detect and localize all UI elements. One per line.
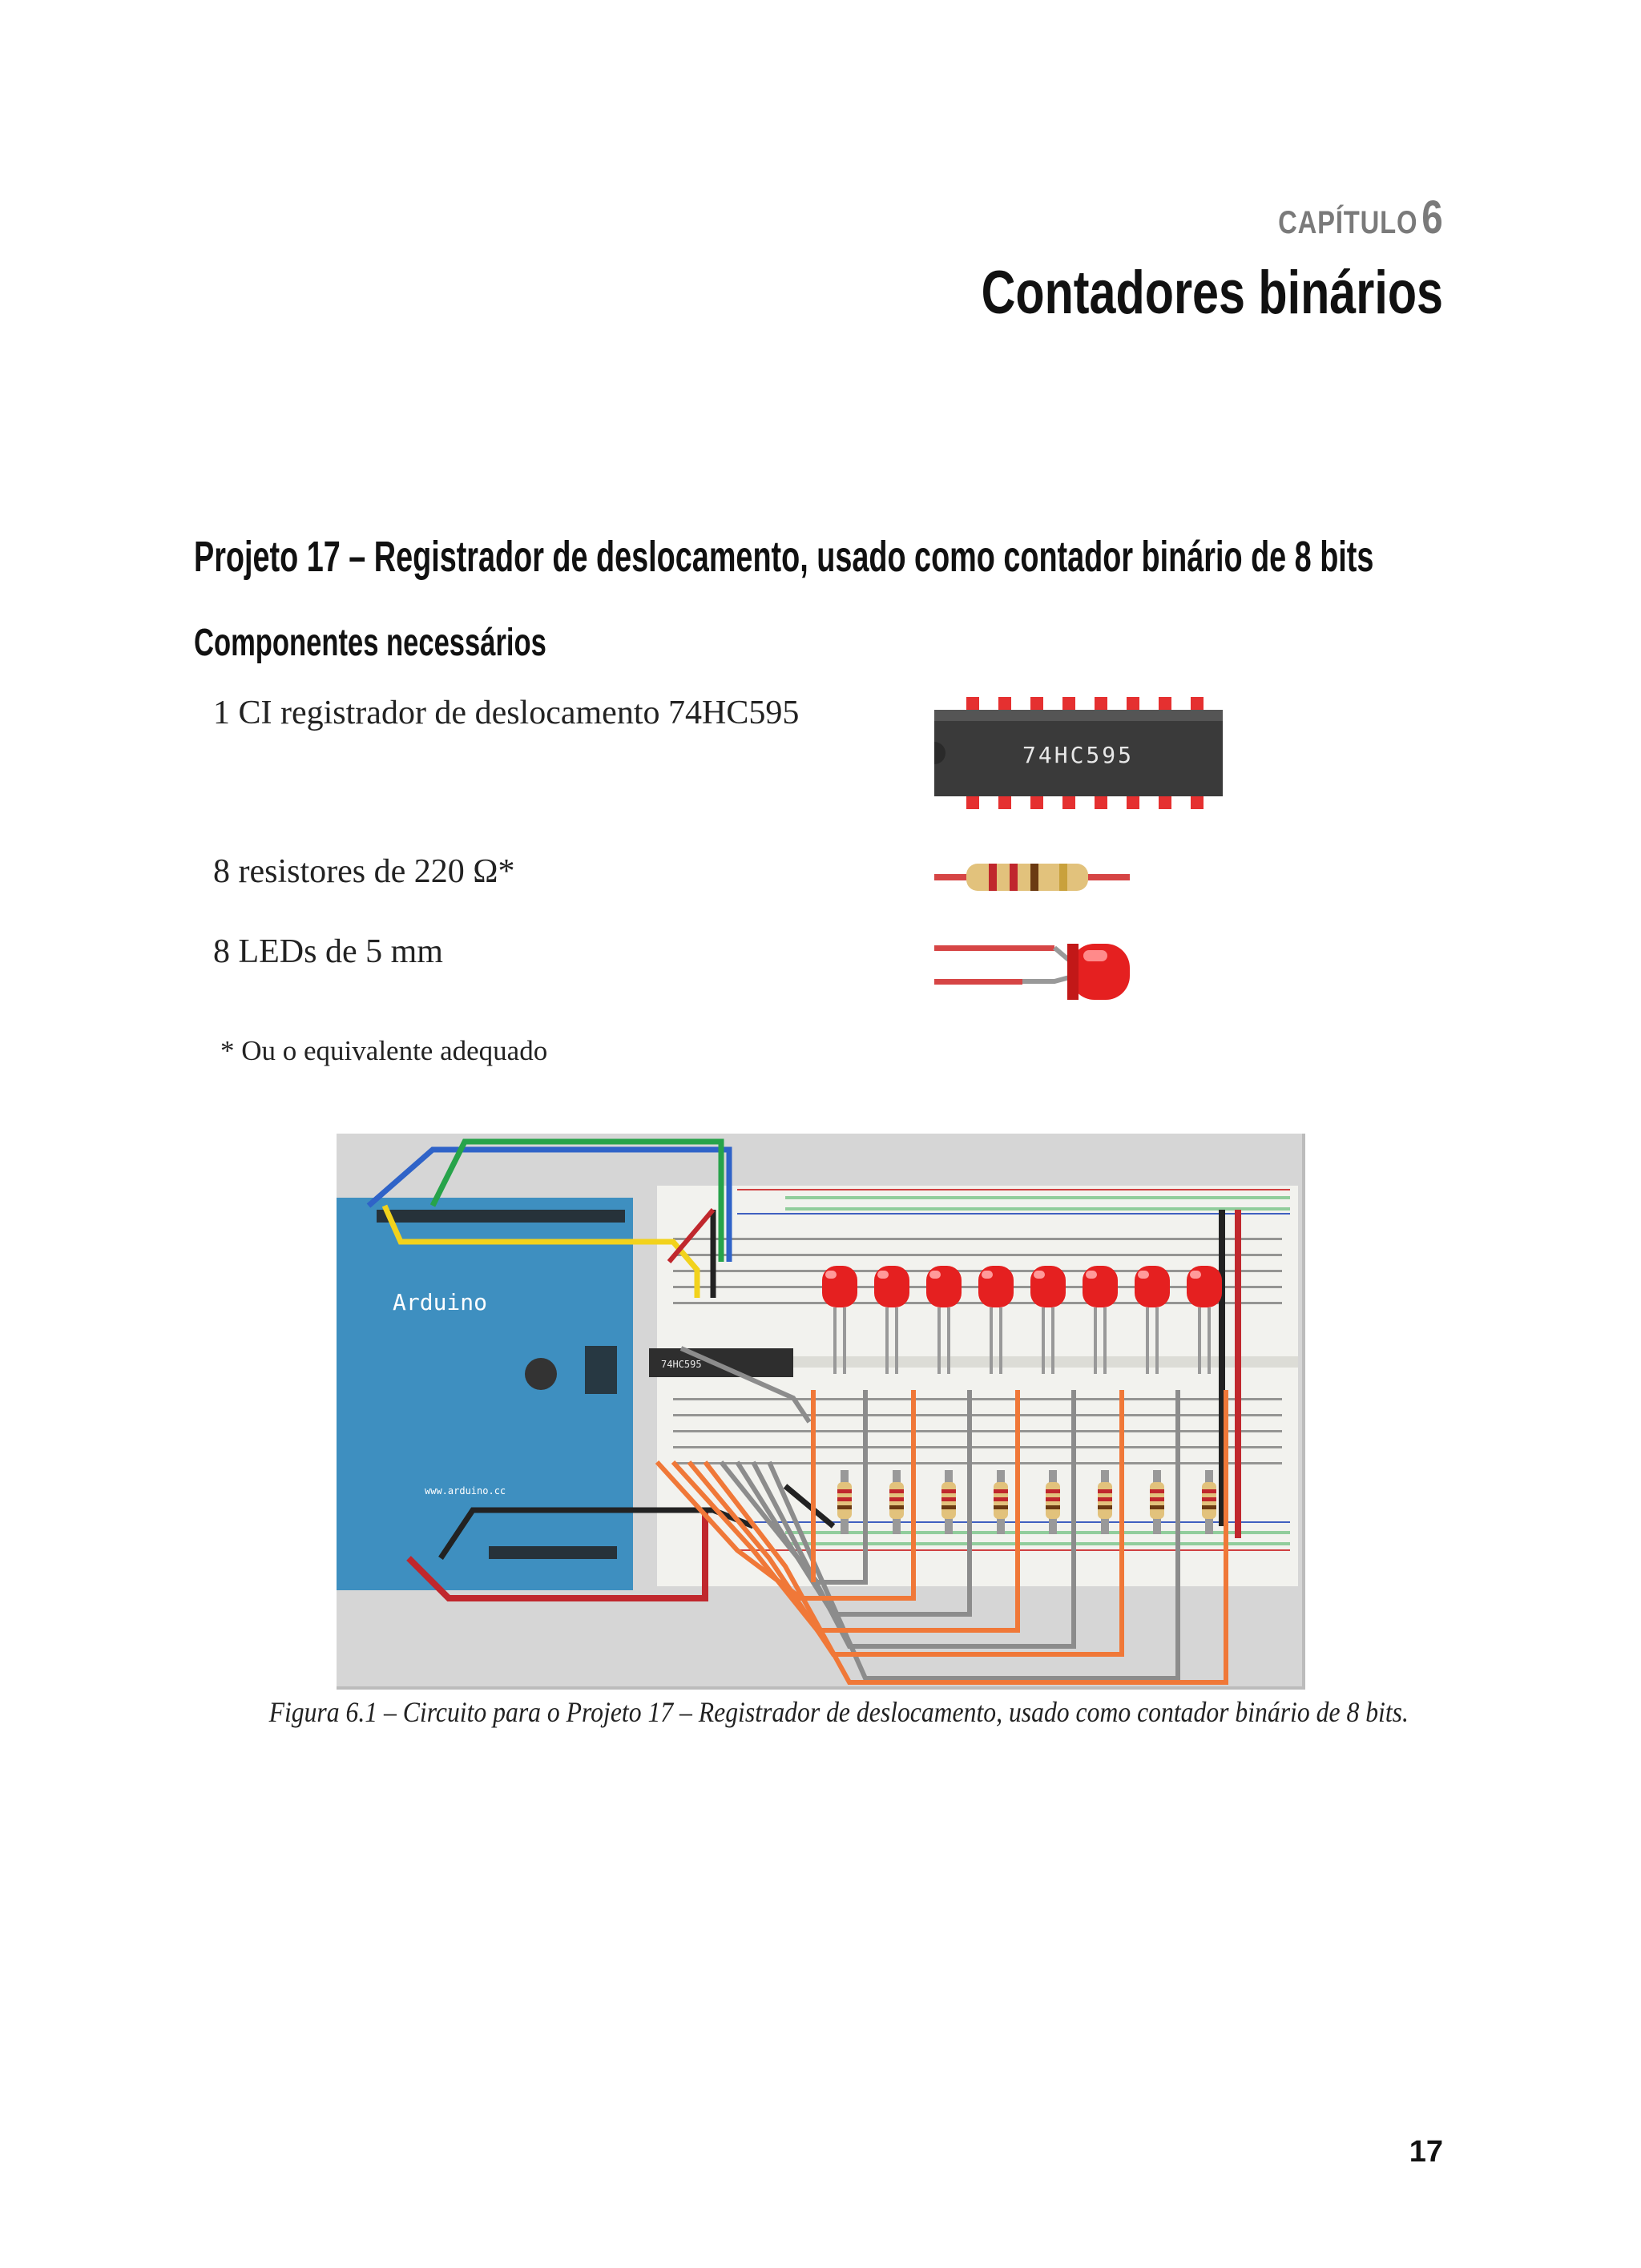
red-led-icon (934, 944, 1130, 1000)
circuit-diagram: Arduino www.arduino.cc 74HC595 (337, 1138, 1298, 1685)
circuit-figure: Arduino www.arduino.cc 74HC595 (337, 1134, 1305, 1690)
breadboard-chip-label: 74HC595 (661, 1359, 702, 1370)
arduino-label: Arduino (393, 1289, 487, 1315)
breadboard-chip (649, 1348, 793, 1377)
chapter-word: CAPÍTULO (1278, 205, 1418, 240)
component-item-resistors: 8 resistores de 220 Ω* (213, 853, 515, 890)
project-heading: Projeto 17 – Registrador de deslocamento… (194, 533, 1374, 581)
page-number: 17 (1409, 2135, 1443, 2169)
resistor-icon (934, 864, 1130, 891)
components-heading: Componentes necessários (194, 622, 546, 664)
shift-register-chip-icon: 74HC595 (934, 697, 1223, 809)
arduino-url: www.arduino.cc (425, 1485, 506, 1497)
chapter-number: 6 (1421, 191, 1443, 244)
chapter-label: CAPÍTULO6 (1278, 191, 1443, 244)
arduino-board (337, 1198, 633, 1590)
components-footnote: * Ou o equivalente adequado (220, 1035, 548, 1066)
component-item-shift-register: 1 CI registrador de deslocamento 74HC595 (213, 695, 800, 731)
figure-caption: Figura 6.1 – Circuito para o Projeto 17 … (268, 1696, 1409, 1728)
resistor-array (837, 1470, 1216, 1534)
chip-label: 74HC595 (1022, 742, 1134, 768)
led-array (822, 1266, 1222, 1307)
component-item-leds: 8 LEDs de 5 mm (213, 933, 443, 970)
chapter-title: Contadores binários (981, 259, 1443, 327)
